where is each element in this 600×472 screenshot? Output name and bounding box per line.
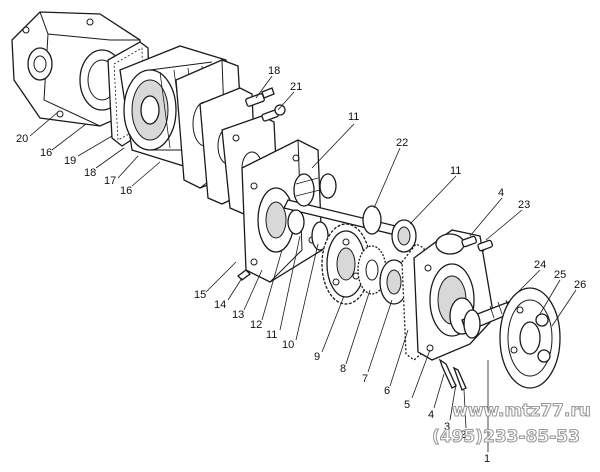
callout-2: 2: [460, 429, 466, 441]
flange-part: [499, 287, 561, 389]
callout-11: 11: [348, 111, 359, 123]
callout-18: 18: [84, 167, 96, 179]
gear-part: [321, 223, 371, 305]
callout-6: 6: [384, 385, 390, 397]
callout-labels: 20 16 19 18 17 16 18 21 11 22 11 4 23 24…: [16, 65, 586, 465]
watermark-phone: (495)233-85-53: [432, 427, 580, 447]
callout-8: 8: [340, 363, 346, 375]
callout-3: 3: [444, 421, 450, 433]
bolt-part: [245, 87, 286, 122]
callout-12: 12: [250, 319, 262, 331]
bolt-part: [237, 269, 251, 281]
callout-16: 16: [120, 185, 132, 197]
watermark-site: www.mtz77.ru: [452, 401, 591, 421]
bolt-part: [438, 235, 494, 391]
callout-23: 23: [518, 199, 530, 211]
callout-13: 13: [232, 309, 244, 321]
callout-22: 22: [396, 137, 408, 149]
callout-24: 24: [534, 259, 546, 271]
callout-11: 11: [266, 329, 277, 341]
callout-4: 4: [498, 187, 504, 199]
callout-7: 7: [362, 373, 368, 385]
callout-19: 19: [64, 155, 76, 167]
shaft-part: [283, 173, 417, 253]
leader-lines: [29, 75, 577, 452]
callout-5: 5: [404, 399, 410, 411]
callout-1: 1: [484, 453, 490, 465]
callout-4: 4: [428, 409, 434, 421]
callout-26: 26: [574, 279, 586, 291]
callout-18: 18: [268, 65, 280, 77]
callout-21: 21: [290, 81, 302, 93]
callout-9: 9: [314, 351, 320, 363]
callout-16: 16: [40, 147, 52, 159]
callout-14: 14: [214, 299, 226, 311]
callout-11: 11: [450, 165, 461, 177]
callout-15: 15: [194, 289, 206, 301]
callout-25: 25: [554, 269, 566, 281]
gear-part: [357, 245, 409, 305]
callout-10: 10: [282, 339, 294, 351]
callout-20: 20: [16, 133, 28, 145]
callout-17: 17: [104, 175, 116, 187]
